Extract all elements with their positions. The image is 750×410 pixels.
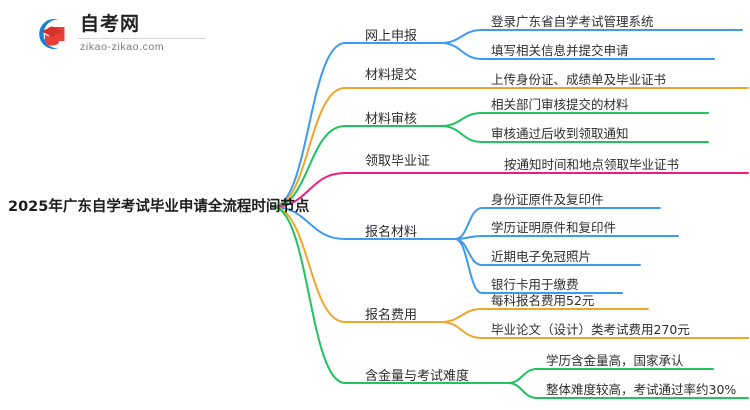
leaf-node-7-2[interactable]: 整体难度较高，考试通过率约30%	[546, 382, 737, 397]
branch-node-6[interactable]: 报名费用	[365, 308, 418, 323]
mindmap-edge	[454, 238, 483, 266]
mindmap-edge	[440, 308, 483, 323]
branch-node-4[interactable]: 领取毕业证	[365, 154, 431, 169]
mindmap-edge	[272, 42, 346, 208]
leaf-node-5-2[interactable]: 学历证明原件和复印件	[491, 220, 617, 235]
mindmap-edge	[272, 125, 346, 208]
leaf-node-5-4[interactable]: 银行卡用于缴费	[491, 277, 579, 292]
leaf-node-7-1[interactable]: 学历含金量高，国家承认	[546, 353, 684, 368]
leaf-node-6-1[interactable]: 每科报名费用52元	[491, 293, 595, 308]
leaf-node-3-2[interactable]: 审核通过后收到领取通知	[491, 126, 629, 141]
mindmap-edge	[440, 321, 483, 339]
branch-node-7[interactable]: 含金量与考试难度	[365, 369, 470, 384]
leaf-node-1-2[interactable]: 填写相关信息并提交申请	[491, 43, 629, 58]
leaf-node-2-1[interactable]: 上传身份证、成绩单及毕业证书	[491, 72, 667, 87]
mindmap-edge	[440, 112, 483, 127]
mindmap-edge	[272, 206, 346, 323]
logo-url: zikao-zikao.com	[80, 41, 165, 53]
mindmap-edge	[272, 172, 346, 208]
branch-node-3[interactable]: 材料审核	[365, 112, 418, 127]
mindmap-edge	[440, 42, 483, 60]
leaf-node-1-1[interactable]: 登录广东省自学考试管理系统	[491, 14, 654, 29]
logo-divider	[78, 38, 206, 39]
leaf-node-5-1[interactable]: 身份证原件及复印件	[491, 192, 604, 207]
mindmap-edge	[440, 29, 483, 44]
root-node[interactable]: 2025年广东自学考试毕业申请全流程时间节点	[8, 199, 310, 215]
branch-node-1[interactable]: 网上申报	[365, 29, 418, 44]
mindmap-edge	[454, 207, 483, 240]
mindmap-edge	[272, 206, 346, 240]
site-logo: 自考网 zikao-zikao.com	[28, 12, 218, 58]
leaf-node-5-3[interactable]: 近期电子免冠照片	[491, 249, 592, 264]
logo-mark-icon	[28, 14, 72, 54]
leaf-node-4-1[interactable]: 按通知时间和地点领取毕业证书	[504, 157, 680, 172]
leaf-node-6-2[interactable]: 毕业论文（设计）类考试费用270元	[491, 322, 690, 337]
leaf-node-3-1[interactable]: 相关部门审核提交的材料	[491, 97, 629, 112]
mindmap-edge	[272, 87, 346, 208]
mindmap-edge	[507, 368, 538, 384]
mindmap-edge	[507, 382, 538, 399]
mindmap-edge	[272, 206, 346, 384]
logo-title: 自考网	[80, 13, 141, 35]
mindmap-edge	[454, 238, 483, 294]
mindmap-edge	[440, 125, 483, 143]
branch-node-5[interactable]: 报名材料	[365, 225, 418, 240]
branch-node-2[interactable]: 材料提交	[365, 68, 418, 83]
